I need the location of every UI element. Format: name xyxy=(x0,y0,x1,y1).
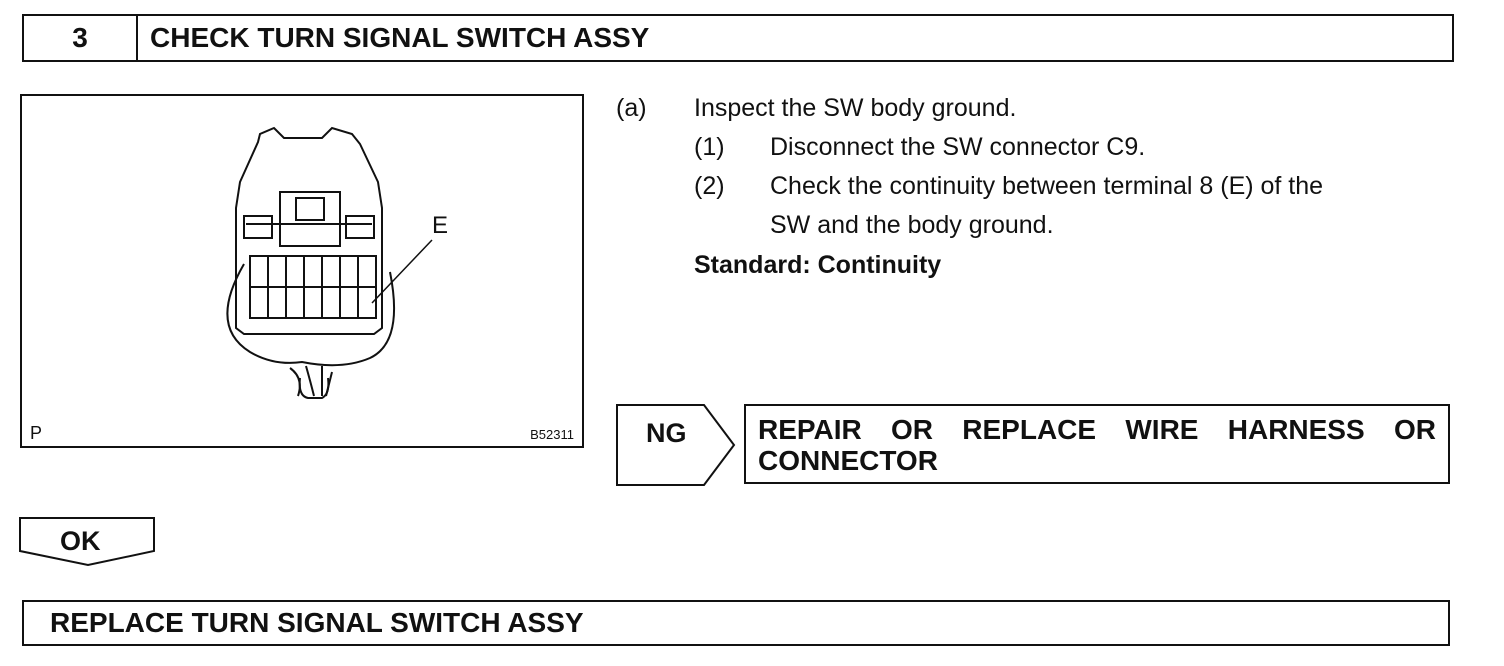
connector-tab xyxy=(295,197,325,221)
step-a-marker: (a) xyxy=(616,94,647,122)
standard-label: Standard: Continuity xyxy=(694,251,942,279)
ok-label: OK xyxy=(60,526,101,556)
ng-action-word: REPAIR xyxy=(758,414,862,445)
connector-outline xyxy=(235,126,383,335)
wire-bundle xyxy=(298,377,330,399)
ng-action-line1: REPAIR OR REPLACE WIRE HARNESS OR xyxy=(758,414,1436,445)
ng-action-line2: CONNECTOR xyxy=(758,445,938,476)
ok-arrow-shape xyxy=(19,517,155,567)
substep-2-text-line2: SW and the body ground. xyxy=(770,211,1054,239)
ok-branch-box: OK xyxy=(18,517,158,569)
connector-illustration xyxy=(226,126,433,399)
substep-1-marker: (1) xyxy=(694,133,725,161)
callout-label-e: E xyxy=(432,212,449,239)
ng-label: NG xyxy=(646,418,687,448)
figure-corner-label: P xyxy=(30,423,43,443)
callout-leader-line xyxy=(371,239,433,304)
ng-branch-box: NG xyxy=(616,404,736,486)
figure-code: B52311 xyxy=(530,427,574,442)
step-number: 3 xyxy=(24,16,138,60)
step-title: CHECK TURN SIGNAL SWITCH ASSY xyxy=(150,22,650,53)
connector-lock xyxy=(279,191,341,247)
substep-1-text: Disconnect the SW connector C9. xyxy=(770,133,1146,161)
ng-action-word: REPLACE xyxy=(962,414,1097,445)
ng-action-word: OR xyxy=(1393,414,1436,445)
substep-2-text-line1: Check the continuity between terminal 8 … xyxy=(770,172,1324,200)
ng-action-word: OR xyxy=(891,414,933,445)
step-header: 3 CHECK TURN SIGNAL SWITCH ASSY xyxy=(22,14,1454,62)
step-a-text: Inspect the SW body ground. xyxy=(694,94,1017,122)
ng-arrow-shape xyxy=(616,404,736,486)
connector-figure: E P B52311 xyxy=(20,94,584,448)
wire-harness-outline xyxy=(226,263,396,367)
ng-action-box: REPAIR OR REPLACE WIRE HARNESS OR CONNEC… xyxy=(744,404,1450,484)
ng-action-word: WIRE xyxy=(1125,414,1199,445)
substep-2-marker: (2) xyxy=(694,172,725,200)
ng-action-word: HARNESS xyxy=(1227,414,1365,445)
result-box: REPLACE TURN SIGNAL SWITCH ASSY xyxy=(22,600,1450,646)
